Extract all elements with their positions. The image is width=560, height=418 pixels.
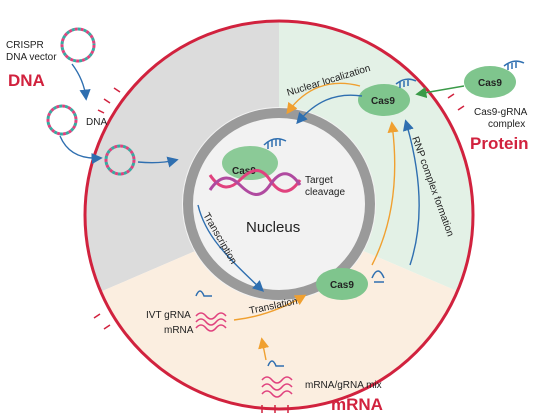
arrow-vector-to-dna [71, 63, 91, 101]
plasmid-vector-icon [60, 27, 96, 63]
dna-label: DNA [86, 117, 107, 128]
cas9-label-cytoplasm: Cas9 [371, 96, 395, 107]
grna-mix-icon [267, 360, 284, 367]
cas9-grna-complex-line1: Cas9-gRNA [474, 107, 528, 118]
plasmid-near-nucleus-icon [104, 144, 136, 176]
membrane-ticks [93, 87, 465, 413]
target-dna-icon [208, 169, 302, 196]
mrna-grna-mix-label: mRNA/gRNA mix [305, 380, 382, 391]
target-cleavage-label-line2: cleavage [305, 187, 345, 198]
crispr-vector-label-line2: DNA vector [6, 52, 57, 63]
target-cleavage-label-line1: Target [305, 175, 333, 186]
arrow-dna-to-nucleus [59, 135, 103, 165]
arrow-nuclear-localization-blue [296, 94, 363, 125]
ivt-grna-icon [195, 290, 212, 297]
cas9-translated-icon [316, 268, 368, 300]
cas9-cytoplasm-icon [358, 78, 417, 116]
cell-membrane [83, 19, 475, 411]
cas9-label-nucleus: Cas9 [232, 166, 256, 177]
arrow-transcription [197, 204, 265, 292]
arrow-nuclear-localization-orange [286, 82, 361, 115]
cas9-label-outside: Cas9 [478, 78, 502, 89]
nucleus-label: Nucleus [246, 219, 300, 236]
arrow-plasmid-entry [137, 156, 179, 168]
ivt-grna-label: IVT gRNA [146, 310, 191, 321]
dna-sector [85, 21, 279, 335]
crispr-vector-label-line1: CRISPR [6, 40, 44, 51]
arrow-protein-entry [415, 85, 465, 99]
arrow-rnp-orange [371, 121, 399, 266]
mrna-squiggle-icon [195, 312, 227, 332]
mrna-label: mRNA [164, 325, 194, 336]
dna-route-label: DNA [8, 71, 45, 90]
protein-route-label: Protein [470, 134, 529, 153]
mrna-route-label: mRNA [331, 395, 383, 414]
nucleus-envelope [183, 108, 375, 300]
mrna-mix-icon [261, 376, 293, 398]
cas9-grna-complex-line2: complex [488, 119, 525, 130]
arrow-rnp-blue [402, 119, 420, 266]
plasmid-cytoplasm-icon [46, 104, 78, 136]
arrow-translation [233, 294, 307, 321]
cas9-label-translated: Cas9 [330, 280, 354, 291]
arrow-mrna-entry [258, 337, 270, 361]
grna-icon [371, 270, 385, 283]
cas9-protein-outside-icon [464, 60, 525, 98]
